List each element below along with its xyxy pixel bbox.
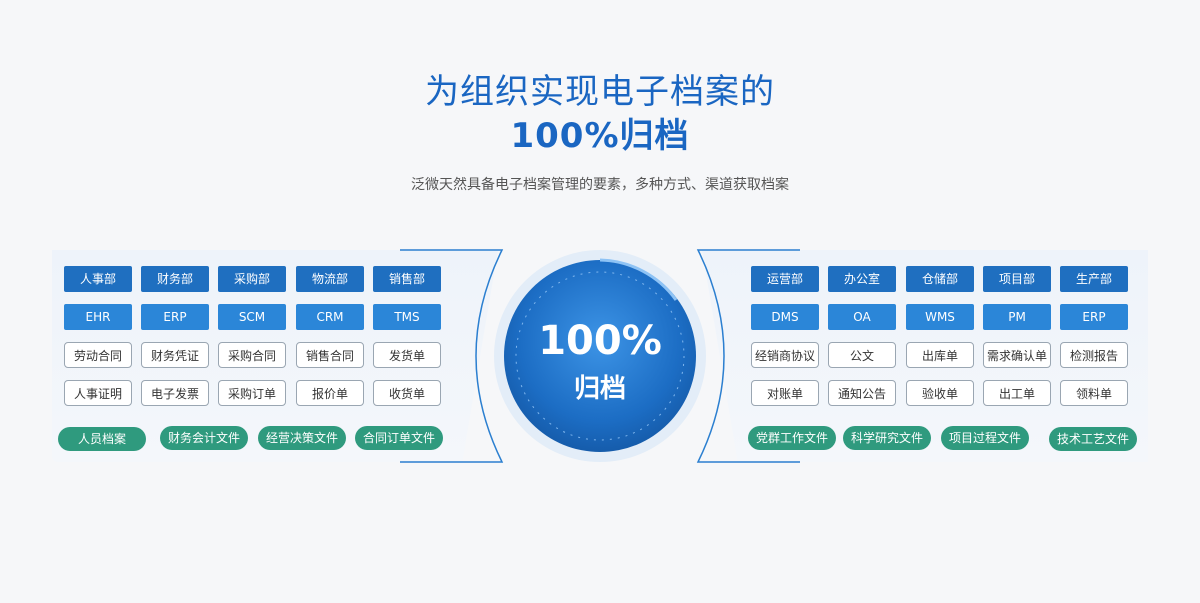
doc-tag: 通知公告	[828, 380, 896, 406]
doc-tag: 检测报告	[1060, 342, 1128, 368]
doc-tag: 经销商协议	[751, 342, 819, 368]
doc-tag: 出库单	[906, 342, 974, 368]
dept-tag: 项目部	[983, 266, 1051, 292]
doc-tag: 领料单	[1060, 380, 1128, 406]
doc-tag: 报价单	[296, 380, 364, 406]
doc-tag: 收货单	[373, 380, 441, 406]
file-category-tag: 党群工作文件	[748, 426, 836, 450]
doc-tag: 采购订单	[218, 380, 286, 406]
system-tag: EHR	[64, 304, 132, 330]
system-tag: SCM	[218, 304, 286, 330]
dept-tag: 生产部	[1060, 266, 1128, 292]
dept-tag: 财务部	[141, 266, 209, 292]
file-category-tag: 合同订单文件	[355, 426, 443, 450]
file-category-tag: 科学研究文件	[843, 426, 931, 450]
dept-tag: 运营部	[751, 266, 819, 292]
doc-tag: 出工单	[983, 380, 1051, 406]
center-percent: 100%	[538, 318, 662, 364]
dept-tag: 仓储部	[906, 266, 974, 292]
file-category-tag: 项目过程文件	[941, 426, 1029, 450]
doc-tag: 采购合同	[218, 342, 286, 368]
doc-tag: 需求确认单	[983, 342, 1051, 368]
system-tag: TMS	[373, 304, 441, 330]
subtitle: 泛微天然具备电子档案管理的要素，多种方式、渠道获取档案	[411, 177, 789, 193]
doc-tag: 对账单	[751, 380, 819, 406]
dept-tag: 采购部	[218, 266, 286, 292]
title-line2: 100%归档	[510, 116, 690, 156]
file-category-tag: 人员档案	[58, 427, 146, 451]
doc-tag: 发货单	[373, 342, 441, 368]
doc-tag: 财务凭证	[141, 342, 209, 368]
dept-tag: 人事部	[64, 266, 132, 292]
center-label: 归档	[573, 374, 626, 404]
doc-tag: 公文	[828, 342, 896, 368]
system-tag: ERP	[141, 304, 209, 330]
tick-ring	[515, 271, 685, 441]
system-tag: ERP	[1060, 304, 1128, 330]
progress-arc	[599, 258, 678, 301]
system-tag: CRM	[296, 304, 364, 330]
doc-tag: 人事证明	[64, 380, 132, 406]
system-tag: WMS	[906, 304, 974, 330]
doc-tag: 劳动合同	[64, 342, 132, 368]
system-tag: OA	[828, 304, 896, 330]
doc-tag: 电子发票	[141, 380, 209, 406]
title-line1: 为组织实现电子档案的	[425, 72, 775, 112]
progress-circle	[504, 260, 696, 452]
doc-tag: 销售合同	[296, 342, 364, 368]
system-tag: PM	[983, 304, 1051, 330]
doc-tag: 验收单	[906, 380, 974, 406]
dept-tag: 办公室	[828, 266, 896, 292]
dept-tag: 销售部	[373, 266, 441, 292]
file-category-tag: 财务会计文件	[160, 426, 248, 450]
dept-tag: 物流部	[296, 266, 364, 292]
file-category-tag: 经营决策文件	[258, 426, 346, 450]
right-bracket-curve	[696, 249, 800, 463]
left-bracket-curve	[400, 249, 504, 463]
system-tag: DMS	[751, 304, 819, 330]
file-category-tag: 技术工艺文件	[1049, 427, 1137, 451]
